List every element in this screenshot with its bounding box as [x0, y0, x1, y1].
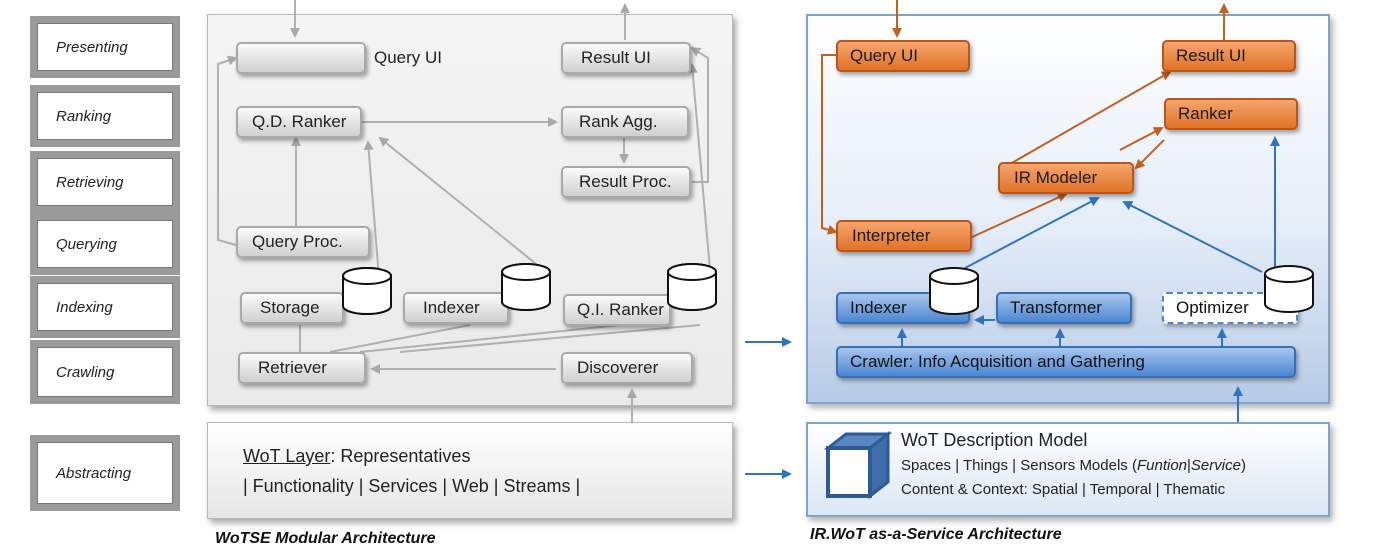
irwot-panel — [806, 14, 1330, 404]
right-query-ui: Query UI — [836, 40, 970, 72]
wot-description-line2: Content & Context: Spatial | Temporal | … — [901, 481, 1226, 498]
layer-abstracting: Abstracting — [30, 435, 180, 511]
wot-layer-box — [207, 422, 733, 519]
right-crawler: Crawler: Info Acquisition and Gathering — [836, 346, 1296, 378]
right-ir-modeler: IR Modeler — [998, 162, 1134, 194]
left-query-ui-label: Query UI — [374, 48, 443, 67]
right-caption: IR.WoT as-a-Service Architecture — [810, 526, 1062, 543]
layer-label: Retrieving — [37, 158, 173, 206]
wot-layer-rest: : Representatives — [330, 446, 471, 466]
wot-layer-line2: | Functionality | Services | Web | Strea… — [243, 476, 581, 496]
wot-line1-service: Service — [1190, 457, 1241, 474]
wot-description-title: WoT Description Model — [901, 430, 1088, 450]
left-storage: Storage — [240, 292, 344, 324]
left-qi-ranker: Q.I. Ranker — [563, 294, 671, 326]
wot-line1-sep: | — [1187, 457, 1191, 474]
left-indexer: Indexer — [403, 292, 509, 324]
wot-line1-post: ) — [1240, 457, 1246, 474]
left-query-proc: Query Proc. — [236, 226, 370, 258]
database-icon — [1264, 274, 1314, 313]
layer-ranking: Ranking — [30, 85, 180, 147]
layer-label: Querying — [37, 220, 173, 268]
wot-line1-pre: Spaces | Things | Sensors Models ( — [901, 457, 1137, 474]
wot-description-box — [806, 422, 1330, 517]
layer-crawling: Crawling — [30, 340, 180, 404]
layer-label: Indexing — [37, 283, 173, 331]
layer-retrieving: Retrieving — [30, 151, 180, 213]
wot-layer-line1: WoT Layer: Representatives — [243, 446, 470, 467]
right-interpreter: Interpreter — [836, 220, 972, 252]
left-discoverer: Discoverer — [561, 352, 693, 384]
layer-label: Presenting — [37, 23, 173, 71]
cube-icon — [823, 430, 893, 500]
right-ranker: Ranker — [1164, 98, 1298, 130]
wot-line1-function: Funtion — [1136, 457, 1188, 474]
database-icon — [501, 272, 551, 311]
left-result-proc: Result Proc. — [561, 166, 691, 198]
right-result-ui: Result UI — [1162, 40, 1296, 72]
database-icon — [342, 276, 392, 315]
left-qd-ranker: Q.D. Ranker — [236, 106, 362, 138]
layer-label: Ranking — [37, 92, 173, 140]
left-retriever: Retriever — [238, 352, 366, 384]
wot-layer-label: WoT Layer — [243, 446, 331, 466]
left-result-ui: Result UI — [561, 42, 691, 74]
database-icon — [929, 276, 979, 315]
database-icon — [667, 272, 717, 311]
left-caption: WoTSE Modular Architecture — [215, 530, 436, 547]
layer-label: Crawling — [37, 347, 173, 397]
right-transformer: Transformer — [996, 292, 1132, 324]
layer-indexing: Indexing — [30, 276, 180, 338]
left-rank-agg: Rank Agg. — [561, 106, 689, 138]
left-query-ui-blank-box — [236, 42, 366, 74]
layer-label: Abstracting — [37, 442, 173, 504]
layer-querying: Querying — [30, 213, 180, 275]
layer-presenting: Presenting — [30, 16, 180, 78]
wot-description-line1: Spaces | Things | Sensors Models (Funtio… — [901, 457, 1246, 474]
